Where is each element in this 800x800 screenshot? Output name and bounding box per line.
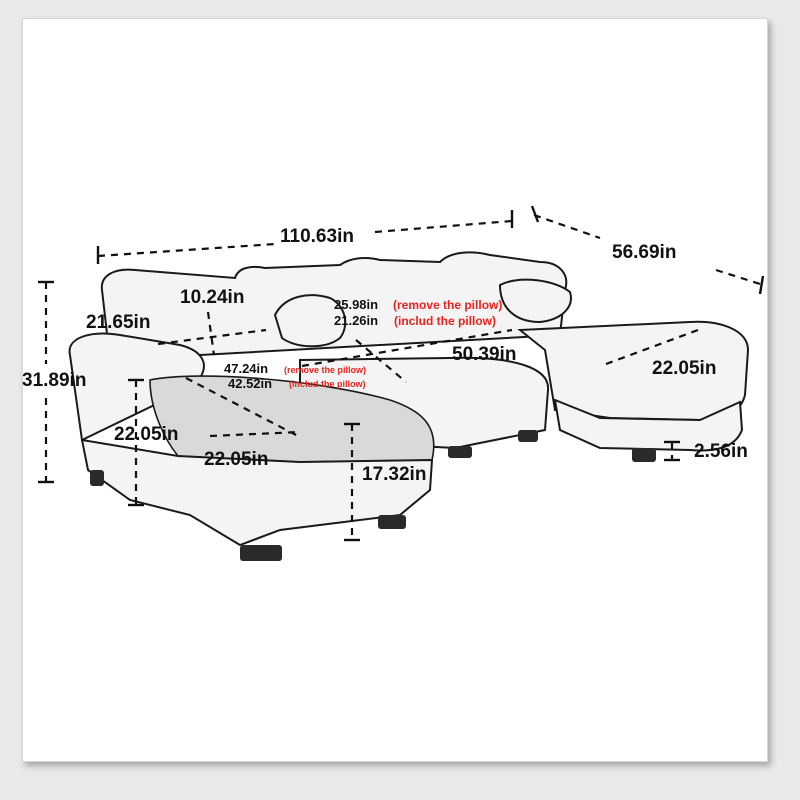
- dim-line-back-height: [355, 339, 407, 383]
- label-seat-height: 17.32in: [362, 464, 427, 485]
- leg: [518, 430, 538, 442]
- label-seat-width: 22.05in: [204, 449, 269, 470]
- dim-line-seat-width: [209, 430, 301, 438]
- dim-line-arm-width: [157, 328, 267, 346]
- label-chaise-seat-depth: 22.05in: [652, 358, 717, 379]
- label-total-length: 110.63in: [280, 226, 354, 247]
- leg: [632, 448, 656, 462]
- label-back-height-no-pillow: 25.98in: [334, 297, 379, 312]
- label-seat-depth-no-pillow: 47.24in: [224, 361, 269, 376]
- dim-line-chaise-length: [715, 268, 761, 286]
- label-chaise-depth: 50.39in: [452, 344, 517, 365]
- note-remove-pillow: (remove the pillow): [393, 298, 503, 312]
- tick: [758, 275, 765, 295]
- dim-line-total-length: [374, 219, 513, 234]
- note-include-pillow: (includ the pillow): [289, 379, 366, 389]
- label-total-height: 31.89in: [22, 370, 87, 391]
- dim-line-total-length: [97, 242, 276, 258]
- label-seat-depth-with-pillow: 42.52in: [228, 376, 273, 391]
- label-arm-height: 10.24in: [180, 287, 245, 308]
- label-arm-width: 21.65in: [86, 312, 151, 333]
- dim-line-chaise-depth: [301, 328, 513, 368]
- tick: [530, 205, 540, 223]
- sofa-illustration: [68, 251, 750, 561]
- pillow-left: [273, 294, 347, 348]
- dim-line-seat-depth: [185, 377, 299, 437]
- dim-line-chaise-length: [533, 213, 601, 240]
- left-seat-cushion: [149, 375, 435, 463]
- label-leg-height: 2.56in: [694, 441, 748, 462]
- leg: [90, 470, 104, 486]
- label-chaise-length: 56.69in: [612, 242, 677, 263]
- label-seat-height-side: 22.05in: [114, 424, 179, 445]
- note-include-pillow: (includ the pillow): [394, 314, 496, 328]
- label-back-height-with-pillow: 21.26in: [334, 313, 379, 328]
- leg: [240, 545, 282, 561]
- leg: [378, 515, 406, 529]
- leg: [448, 446, 472, 458]
- left-base: [80, 438, 434, 547]
- dimension-lines: [38, 205, 765, 542]
- pillow-right: [498, 278, 572, 324]
- note-remove-pillow: (remove the pillow): [284, 365, 367, 375]
- dim-line-chaise-seat-depth: [605, 328, 699, 366]
- chaise-base: [553, 398, 744, 452]
